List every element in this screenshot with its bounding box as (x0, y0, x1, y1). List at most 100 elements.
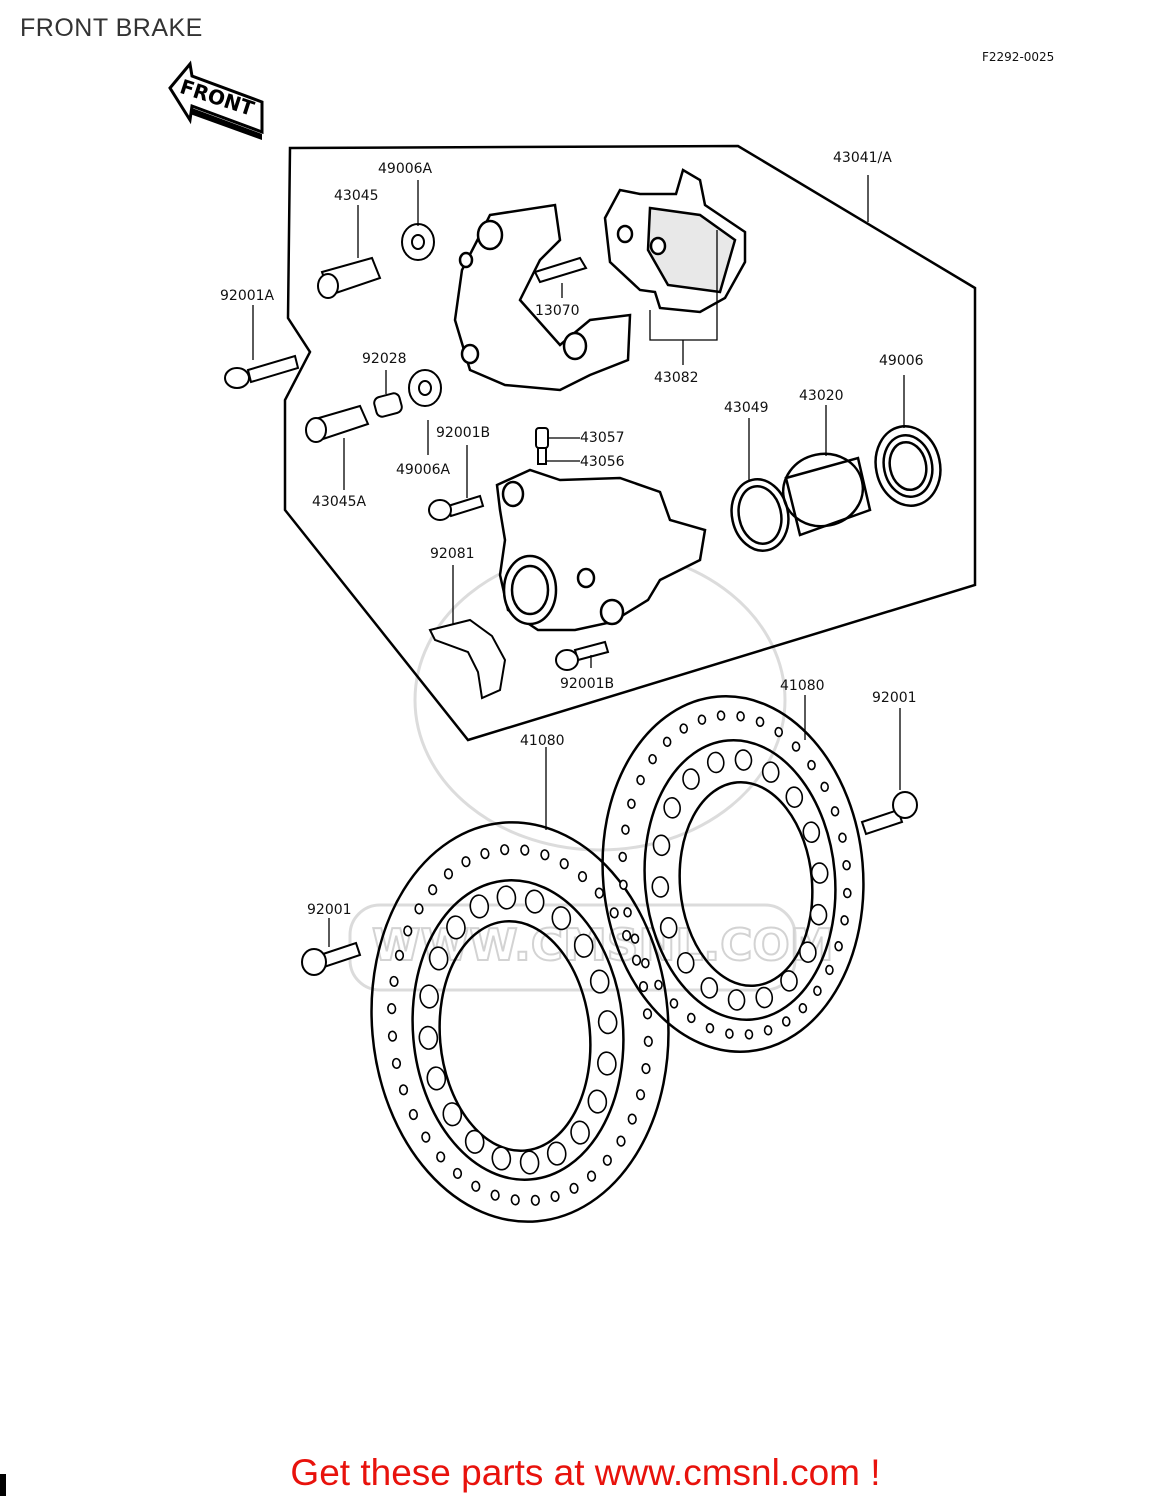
disc-right-large-holes (651, 749, 829, 1011)
part-label-43020: 43020 (799, 388, 844, 404)
part-label-49006: 49006 (879, 353, 924, 369)
disc-hole (716, 710, 726, 721)
disc-left-small-holes (387, 844, 653, 1206)
pad-spring (533, 256, 588, 284)
disc-hole (781, 1016, 791, 1027)
disc-hole (577, 870, 588, 883)
disc-hole (706, 751, 725, 774)
disc-hole (551, 906, 572, 931)
part-label-92081: 92081 (430, 546, 475, 562)
caliper-body (495, 468, 707, 632)
part-label-43045: 43045 (334, 188, 379, 204)
front-arrow-icon: FRONT (168, 60, 264, 140)
disc-hole (570, 1120, 590, 1145)
disc-hole (635, 1089, 646, 1101)
disc-hole (550, 1190, 560, 1202)
disc-hole (679, 723, 689, 734)
disc-hole (436, 1151, 446, 1163)
part-label-41080-right: 41080 (780, 678, 825, 694)
disc-hole (669, 998, 679, 1009)
disc-hole (621, 929, 632, 942)
disc-hole (520, 844, 530, 856)
disc-hole (842, 860, 851, 871)
part-label-92001b-upper: 92001B (436, 425, 490, 441)
disc-hole (464, 1129, 485, 1154)
disc-hole (421, 1131, 431, 1143)
disc-hole (408, 1108, 419, 1121)
disc-hole (426, 1066, 447, 1091)
disc-hole (798, 1002, 808, 1014)
part-label-92001-left: 92001 (307, 902, 352, 918)
disc-hole (616, 1135, 626, 1147)
disc-hole (838, 832, 847, 843)
disc-hole (744, 1029, 754, 1040)
disc-hole (428, 884, 438, 896)
disc-hole (419, 984, 439, 1009)
get-parts-link[interactable]: Get these parts at www.cmsnl.com ! (290, 1452, 881, 1493)
disc-hole (642, 1008, 653, 1020)
disc-hole (540, 849, 550, 861)
disc-hole (834, 941, 843, 952)
disc-hole (587, 1089, 608, 1114)
caliper-assembly-frame (283, 144, 977, 742)
disc-hole (705, 1022, 715, 1034)
disc-hole (761, 761, 780, 783)
disc-hole (654, 979, 663, 991)
disc-hole (734, 749, 753, 771)
disc-hole (825, 964, 834, 976)
part-label-92001a: 92001A (220, 288, 275, 304)
disc-hole (589, 969, 610, 994)
disc-hole (530, 1194, 540, 1206)
disc-hole (623, 907, 632, 918)
part-label-49006a-lower: 49006A (396, 462, 451, 478)
disc-hole (652, 834, 671, 857)
disc-hole (810, 862, 829, 884)
disc-hole (774, 726, 784, 738)
disc-hole (461, 856, 471, 868)
part-label-43041a: 43041/A (833, 150, 892, 166)
disc-hole (809, 903, 828, 926)
disc-hole (641, 957, 650, 969)
disc-hole (636, 774, 645, 786)
disc-hole (755, 986, 774, 1009)
dust-seal (874, 425, 942, 507)
leader-lines (252, 175, 905, 947)
piston (781, 452, 872, 537)
disc-hole (725, 1028, 734, 1039)
disc-hole (631, 954, 642, 966)
disc-hole (830, 806, 840, 817)
page-title: FRONT BRAKE (20, 14, 203, 42)
disc-hole (524, 889, 545, 914)
disc-hole (791, 741, 801, 752)
disc-hole (682, 768, 700, 790)
disc-hole (763, 1025, 773, 1036)
disc-hole (643, 1035, 653, 1047)
disc-hole (559, 858, 569, 870)
disc-hole (597, 1010, 618, 1035)
part-label-92001b-lower: 92001B (560, 676, 614, 692)
part-label-43056: 43056 (580, 454, 625, 470)
disc-hole (480, 848, 490, 860)
disc-hole (602, 1154, 612, 1166)
disc-hole (389, 975, 399, 988)
disc-hole (755, 716, 765, 728)
brake-disc-left (370, 821, 670, 1223)
slide-pins-and-bolts (224, 223, 918, 976)
disc-hole (840, 915, 849, 926)
disc-hole (813, 985, 822, 997)
disc-hole (700, 977, 719, 999)
disc-hole (627, 1113, 637, 1125)
disc-hole (627, 798, 636, 809)
disc-hole (510, 1194, 520, 1206)
disc-hole (807, 759, 816, 771)
disc-hole (785, 786, 804, 808)
disc-hole (609, 907, 619, 919)
part-label-92001-right: 92001 (872, 690, 917, 706)
disc-hole (446, 915, 466, 940)
disc-hole (663, 797, 681, 819)
disc-hole (648, 753, 657, 765)
disc-hole (638, 980, 649, 993)
disc-hole (398, 1084, 409, 1096)
caliper-bracket (453, 203, 632, 392)
disc-hole (597, 1051, 617, 1076)
